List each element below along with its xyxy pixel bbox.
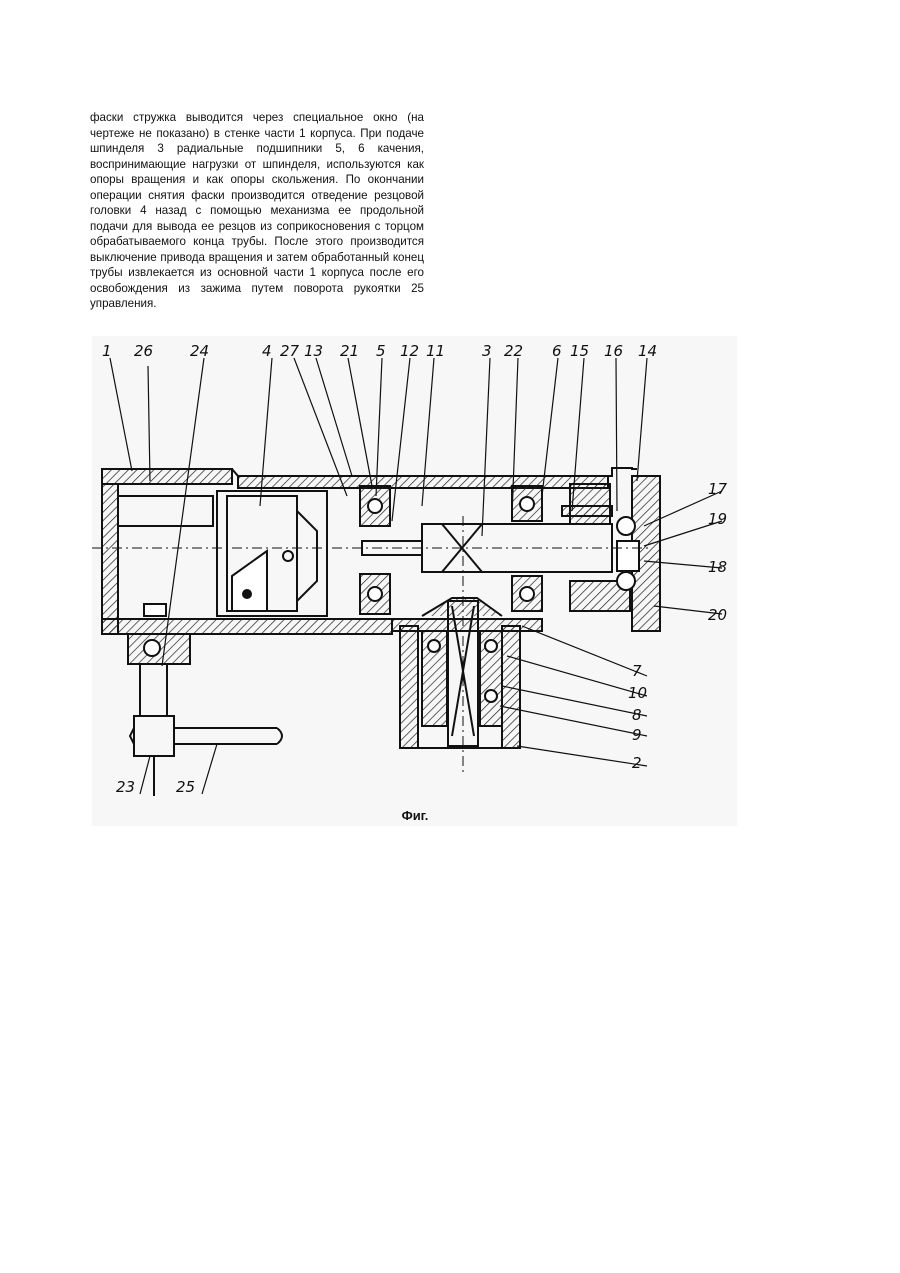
drawing-svg: 1 26 24 4 27 13 21 5 12 11 3 22 6 15 16 … xyxy=(92,336,737,826)
callout-8: 8 xyxy=(632,706,642,724)
callout-22: 22 xyxy=(504,342,523,360)
callout-10: 10 xyxy=(628,684,647,702)
callout-19: 19 xyxy=(708,510,727,528)
callout-16: 16 xyxy=(604,342,623,360)
callout-21: 21 xyxy=(340,342,359,360)
figure-caption: Фиг. xyxy=(380,808,450,823)
callout-11: 11 xyxy=(426,342,445,360)
technical-drawing: 1 26 24 4 27 13 21 5 12 11 3 22 6 15 16 … xyxy=(92,336,737,826)
callout-13: 13 xyxy=(304,342,323,360)
callout-1: 1 xyxy=(102,342,112,360)
callout-17: 17 xyxy=(708,480,728,498)
callout-9: 9 xyxy=(632,726,642,744)
callout-18: 18 xyxy=(708,558,727,576)
callout-3: 3 xyxy=(482,342,492,360)
callout-27: 27 xyxy=(280,342,300,360)
callout-24: 24 xyxy=(190,342,209,360)
callout-14: 14 xyxy=(638,342,657,360)
callout-7: 7 xyxy=(632,662,642,680)
callout-12: 12 xyxy=(400,342,419,360)
callout-2: 2 xyxy=(632,754,642,772)
callout-6: 6 xyxy=(552,342,562,360)
callout-26: 26 xyxy=(134,342,153,360)
body-paragraph: фаски стружка выводится через специально… xyxy=(90,110,424,312)
callout-20: 20 xyxy=(708,606,727,624)
callout-23: 23 xyxy=(116,778,135,796)
callout-15: 15 xyxy=(570,342,589,360)
callout-4: 4 xyxy=(262,342,272,360)
callout-25: 25 xyxy=(176,778,195,796)
callout-5: 5 xyxy=(376,342,386,360)
